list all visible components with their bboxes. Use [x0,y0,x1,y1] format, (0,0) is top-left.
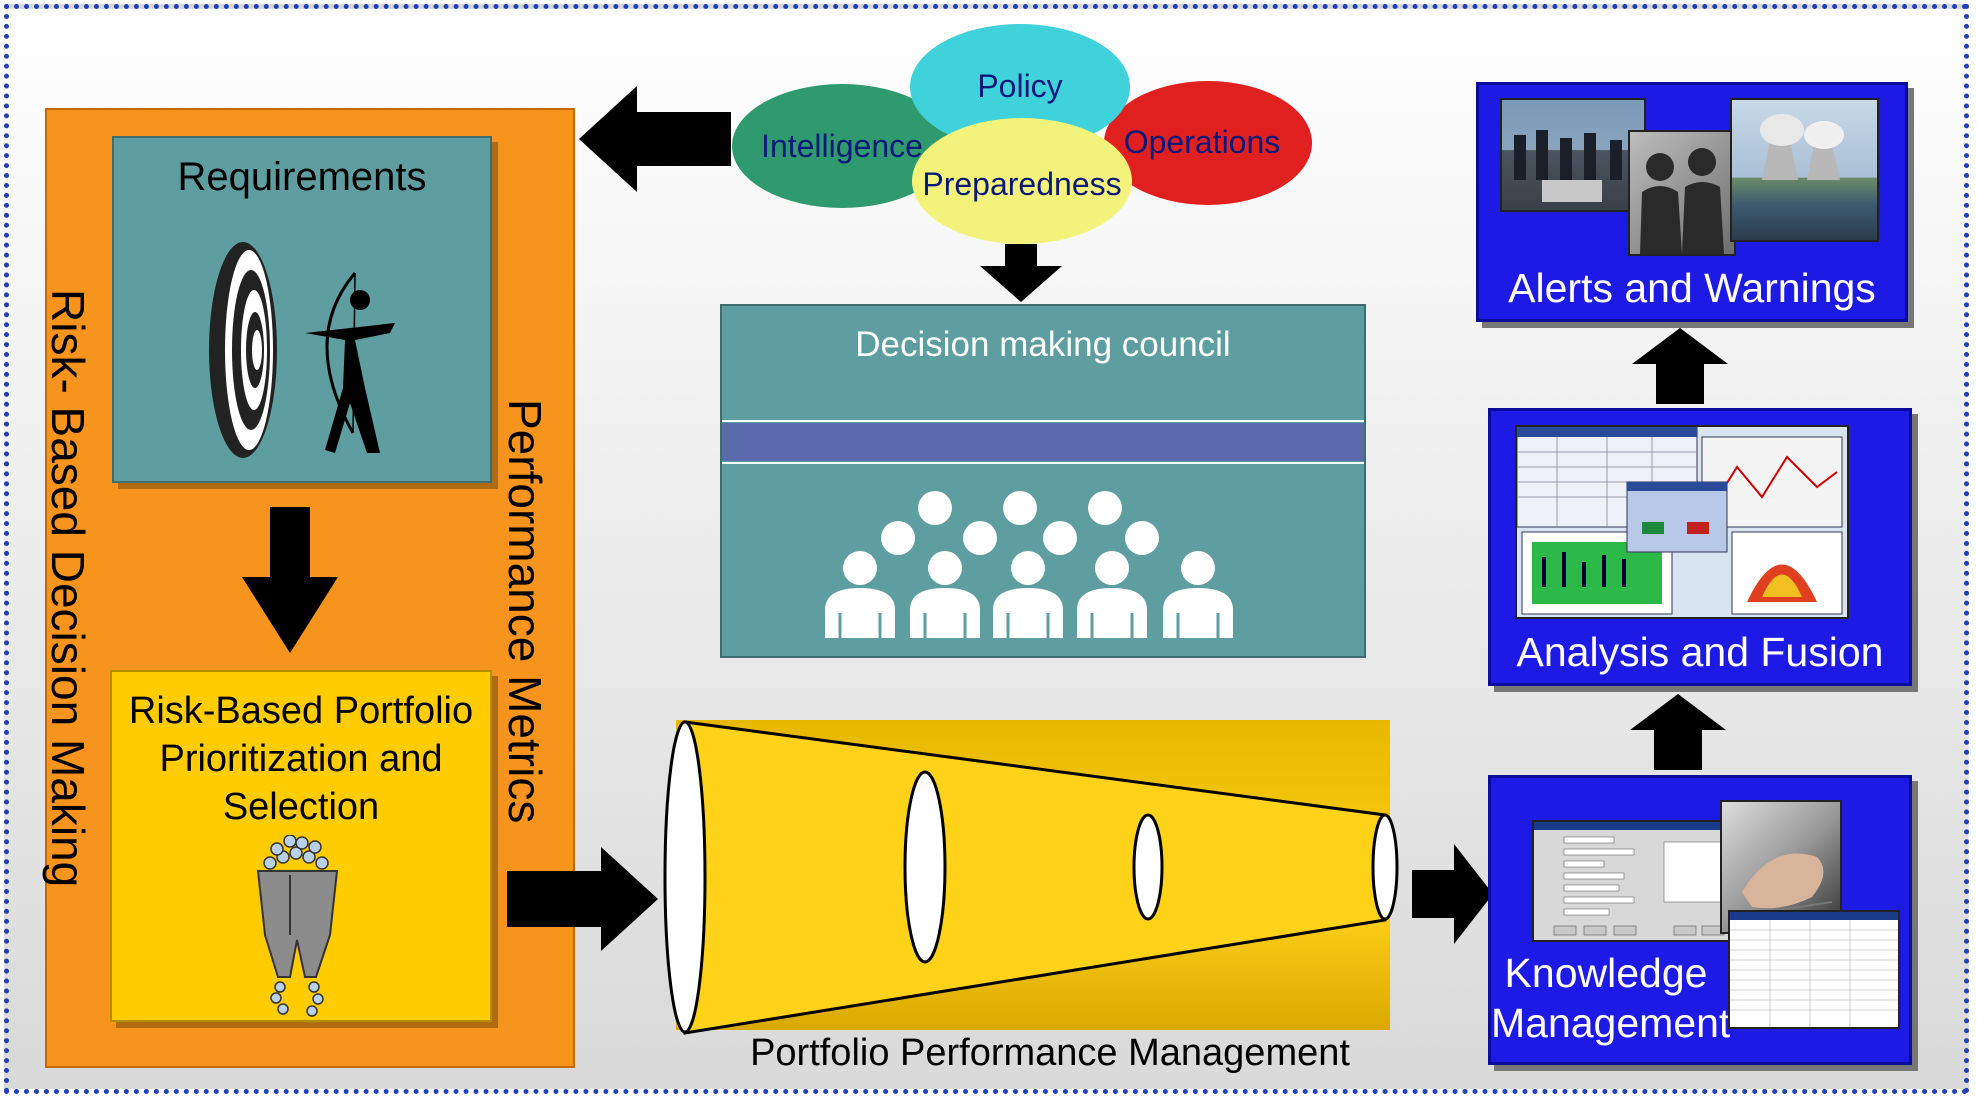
people-group-icon [825,491,1233,638]
requirements-box [112,136,492,483]
funnel-label: Portfolio Performance Management [750,1032,1350,1074]
spreadsheet-image [1728,910,1900,1029]
ellipse-cluster [732,24,1312,244]
down-arrow-council [980,244,1062,302]
up-arrow-to-alerts [1632,328,1728,404]
preparedness-ellipse [912,118,1132,244]
target-archer-icon [209,242,395,458]
requirements-title: Requirements [177,155,427,199]
left-arrow-top [579,86,731,192]
preparedness-label: Preparedness [922,166,1122,202]
policy-ellipse [910,24,1130,150]
portfolio-line-2: Prioritization and [159,738,443,780]
council-band [722,423,1364,461]
funnel-shape [663,720,1399,1035]
analysis-screens-image [1515,425,1849,619]
operations-ellipse [1104,81,1312,205]
intelligence-label: Intelligence [761,128,923,164]
council-divider-line-bottom [722,462,1364,464]
security-team-photo [1500,98,1646,212]
risk-based-decision-label: Risk- Based Decision Making [42,289,94,888]
alerts-warnings-label: Alerts and Warnings [1508,265,1876,311]
right-arrow-to-funnel [507,847,658,951]
officer-photo [1628,130,1736,256]
operations-label: Operations [1123,124,1281,160]
hopper-icon [256,835,339,1017]
right-arrow-to-knowledge [1412,844,1493,944]
performance-metrics-label: Performance Metrics [499,399,551,824]
council-divider-line-top [722,420,1364,422]
power-plant-photo [1730,98,1879,242]
analysis-fusion-label: Analysis and Fusion [1516,629,1884,675]
down-arrow-left [242,507,338,653]
knowledge-line-2: Management [1491,1000,1731,1046]
up-arrow-to-analysis [1630,694,1726,770]
intelligence-ellipse [732,84,952,208]
knowledge-line-1: Knowledge [1504,950,1708,996]
policy-label: Policy [977,68,1063,104]
form-screenshot-image [1532,820,1740,942]
portfolio-line-3: Selection [222,786,380,828]
decision-council-title: Decision making council [855,325,1231,364]
portfolio-line-1: Risk-Based Portfolio [128,690,474,732]
